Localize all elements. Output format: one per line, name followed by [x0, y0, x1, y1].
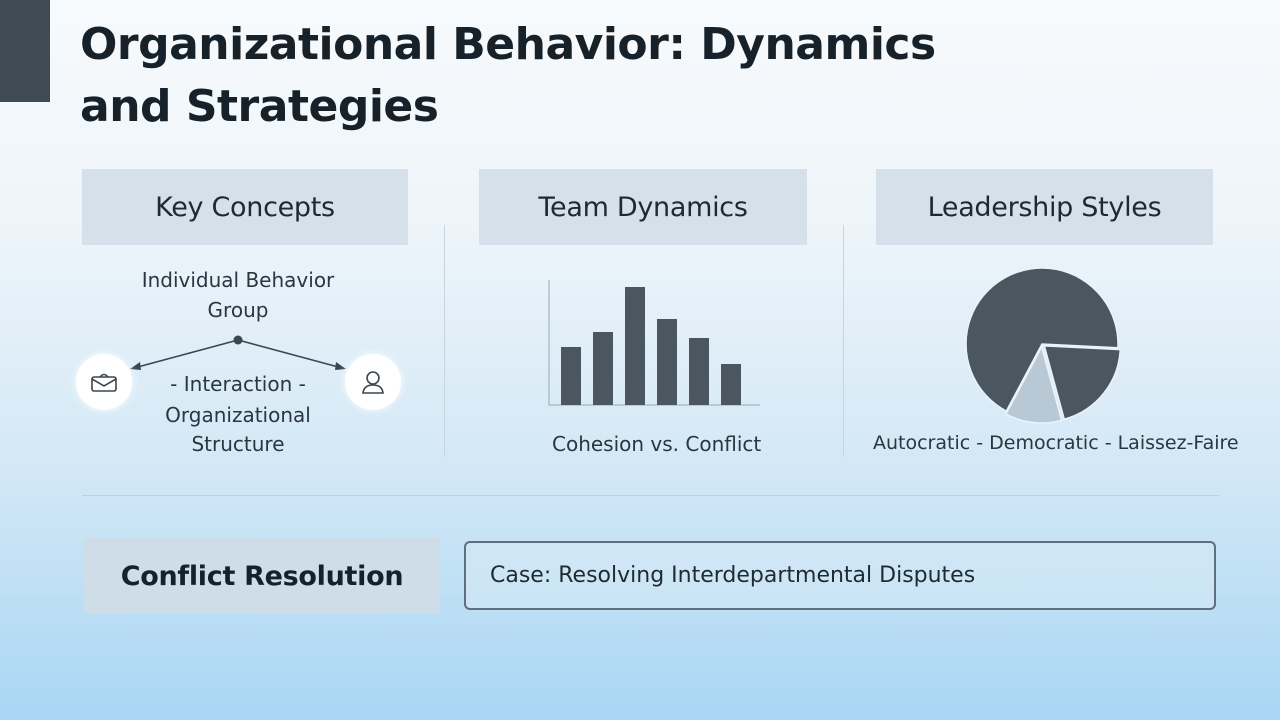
- concept-interaction: - Interaction -: [170, 372, 306, 396]
- team-dynamics-header: Team Dynamics: [479, 169, 807, 245]
- column-divider: [843, 225, 844, 457]
- key-concepts-header: Key Concepts: [82, 169, 408, 245]
- bar: [593, 332, 613, 405]
- slide-title: Organizational Behavior: Dynamics and St…: [80, 14, 936, 138]
- interaction-diagram: [130, 335, 346, 370]
- link-right: [237, 339, 343, 369]
- link-left: [133, 339, 239, 369]
- leadership-pie-chart: [965, 267, 1122, 424]
- concept-organizational: Organizational: [165, 403, 311, 427]
- team-dynamics-caption: Cohesion vs. Conflict: [552, 432, 762, 456]
- case-box: Case: Resolving Interdepartmental Disput…: [464, 541, 1216, 610]
- column-divider: [444, 225, 445, 457]
- bar: [625, 287, 645, 405]
- concept-individual-behavior: Individual Behavior: [141, 268, 335, 292]
- title-line-1: Organizational Behavior: Dynamics: [80, 19, 936, 70]
- hub-node: [233, 335, 243, 345]
- pie-slice: [1004, 344, 1063, 424]
- pie-slice: [965, 267, 1119, 413]
- user-icon: [345, 354, 401, 410]
- case-text: Case: Resolving Interdepartmental Disput…: [490, 563, 976, 588]
- arrowhead-right: [335, 362, 346, 370]
- title-line-2: and Strategies: [80, 81, 439, 132]
- bar: [657, 319, 677, 405]
- leadership-caption: Autocratic - Democratic - Laissez-Faire: [873, 432, 1239, 454]
- bar: [721, 364, 741, 405]
- concept-structure: Structure: [191, 432, 285, 456]
- bar: [561, 347, 581, 405]
- bar: [689, 338, 709, 405]
- section-divider: [82, 495, 1219, 496]
- mail-icon: [76, 354, 132, 410]
- concept-group: Group: [207, 298, 269, 322]
- pie-slice: [1043, 345, 1122, 421]
- cohesion-bar-chart: [548, 280, 760, 406]
- accent-bar: [0, 0, 50, 102]
- arrowhead-left: [130, 362, 141, 370]
- leadership-styles-header: Leadership Styles: [876, 169, 1213, 245]
- conflict-resolution-label: Conflict Resolution: [84, 538, 440, 614]
